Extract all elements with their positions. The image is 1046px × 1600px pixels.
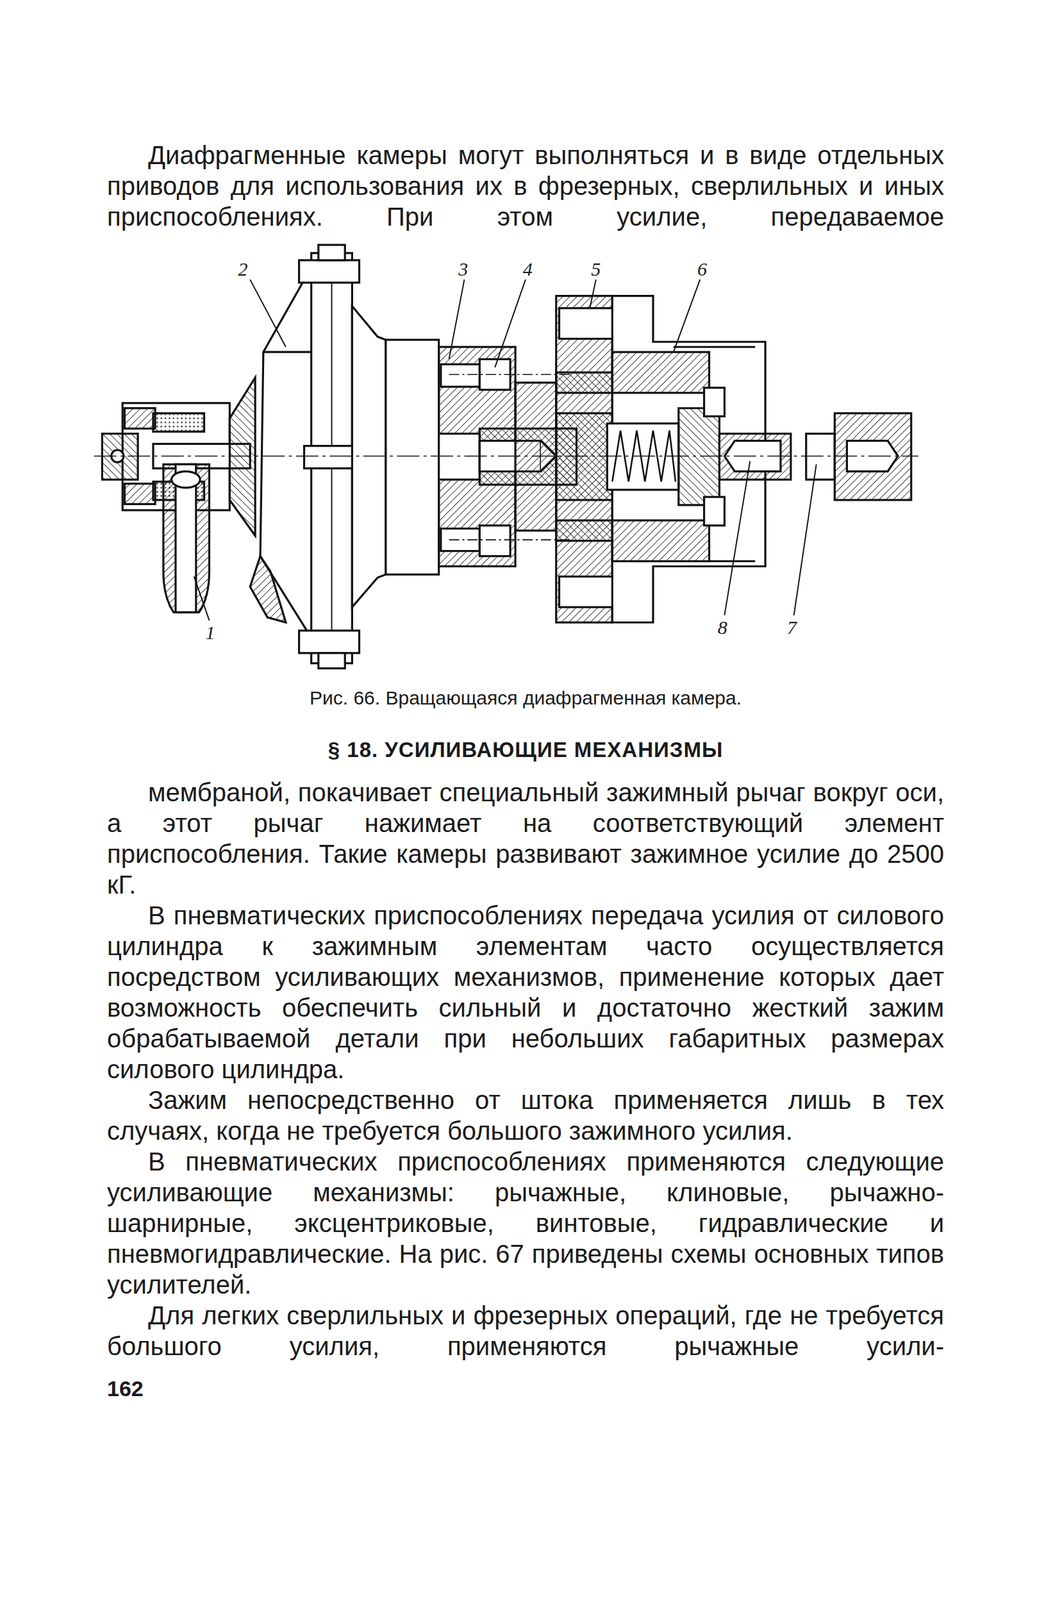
callout-number: 5 bbox=[589, 259, 602, 279]
callout-number: 8 bbox=[716, 617, 729, 638]
drawing-stroke bbox=[589, 279, 597, 309]
drawing-stroke bbox=[304, 446, 356, 469]
drawing-stroke bbox=[556, 296, 613, 623]
drawing-stroke bbox=[249, 556, 286, 623]
drawing-stroke bbox=[194, 576, 210, 620]
drawing-stroke bbox=[449, 539, 572, 541]
drawing-stroke bbox=[479, 525, 511, 557]
drawing-stroke bbox=[673, 560, 756, 563]
drawing-stroke bbox=[704, 387, 725, 417]
body-paragraph: Зажим непосредственно от штока применяет… bbox=[107, 1084, 945, 1146]
body-paragraph: Диафрагменные камеры могут выполняться и… bbox=[107, 139, 945, 233]
drawing-stroke bbox=[163, 464, 210, 613]
drawing-stroke bbox=[704, 496, 725, 526]
drawing-stroke bbox=[249, 279, 286, 347]
drawing-stroke bbox=[673, 346, 756, 349]
body-paragraph: В пневматических приспособлениях применя… bbox=[107, 1145, 945, 1300]
callout-number: 1 bbox=[203, 622, 216, 643]
drawing-stroke bbox=[724, 461, 750, 616]
drawing-stroke bbox=[449, 373, 572, 375]
drawing-stroke bbox=[299, 630, 360, 654]
drawing-stroke bbox=[124, 483, 156, 505]
drawing-stroke bbox=[449, 279, 465, 359]
drawing-stroke bbox=[124, 408, 156, 429]
drawing-stroke bbox=[153, 413, 205, 432]
body-paragraph: мембраной, покачивает специальный зажимн… bbox=[107, 776, 945, 900]
drawing-stroke bbox=[494, 279, 526, 368]
drawing-stroke bbox=[612, 351, 709, 393]
drawing-stroke bbox=[440, 364, 480, 387]
figure-caption: Рис. 66. Вращающаяся диафрагменная камер… bbox=[107, 686, 945, 710]
body-paragraph: В пневматических приспособлениях передач… bbox=[107, 899, 945, 1085]
drawing-stroke bbox=[94, 455, 919, 457]
drawing-stroke bbox=[171, 471, 201, 488]
drawing-stroke bbox=[385, 339, 440, 575]
drawing-stroke bbox=[612, 520, 709, 562]
drawing-stroke bbox=[94, 244, 919, 669]
callout-number: 6 bbox=[696, 259, 709, 279]
drawing-stroke bbox=[263, 351, 312, 354]
drawing-stroke bbox=[673, 279, 700, 352]
callout-number: 7 bbox=[785, 617, 798, 638]
callout-number: 4 bbox=[521, 259, 534, 279]
callout-number: 2 bbox=[236, 259, 249, 279]
drawing-stroke bbox=[318, 653, 345, 669]
drawing-stroke bbox=[299, 260, 360, 283]
drawing-stroke bbox=[794, 464, 817, 616]
drawing-stroke bbox=[318, 244, 345, 261]
text-column: мембраной, покачивает специальный зажимн… bbox=[107, 776, 945, 1362]
drawing-stroke bbox=[194, 279, 817, 621]
callout-number: 3 bbox=[456, 259, 470, 279]
section-heading: § 18. УСИЛИВАЮЩИЕ МЕХАНИЗМЫ bbox=[107, 737, 945, 763]
body-paragraph: Для легких сверлильных и фрезерных опера… bbox=[107, 1299, 945, 1362]
page-number: 162 bbox=[107, 1375, 144, 1402]
